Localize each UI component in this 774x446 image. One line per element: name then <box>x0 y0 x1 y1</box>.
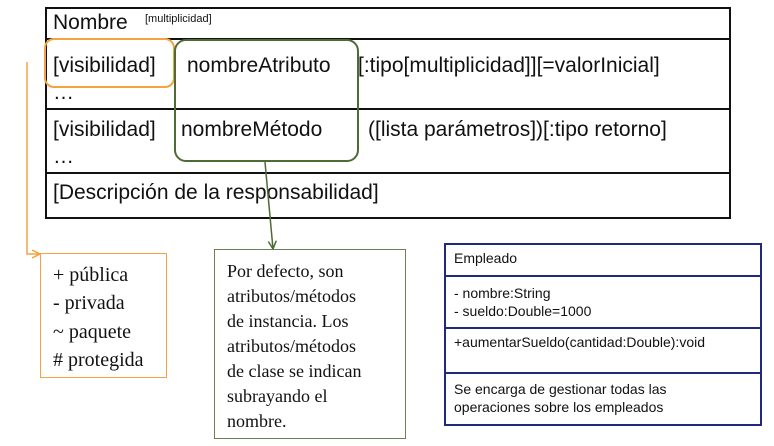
visibility-public: + pública <box>53 264 129 286</box>
divider-methods-responsibility <box>45 172 731 174</box>
example-class-box <box>444 243 762 426</box>
divider-name-attributes <box>45 38 731 40</box>
responsibility-description: [Descripción de la responsabilidad] <box>53 181 379 204</box>
note-line: subrayando el <box>227 386 328 406</box>
example-divider <box>444 372 762 374</box>
example-class-name: Empleado <box>454 250 518 266</box>
note-box: Por defecto, son atributos/métodos de in… <box>214 249 406 439</box>
example-responsibility: operaciones sobre los empleados <box>454 399 664 415</box>
name-highlight <box>174 39 359 162</box>
attribute-name: nombreAtributo <box>187 54 331 77</box>
visibility-private: - privada <box>53 292 125 314</box>
multiplicity-label: [multiplicidad] <box>145 13 212 25</box>
example-method: +aumentarSueldo(cantidad:Double):void <box>454 334 705 350</box>
note-line: atributos/métodos <box>227 286 356 306</box>
note-line: nombre. <box>227 411 287 431</box>
visibility-protected: # protegida <box>53 349 144 371</box>
note-line: atributos/métodos <box>227 336 356 356</box>
visibility-legend-box: + pública - privada ~ paquete # protegid… <box>40 253 167 378</box>
method-visibility: [visibilidad] <box>53 118 156 141</box>
note-line: de clase se indican <box>227 361 362 381</box>
example-divider <box>444 275 762 277</box>
name-connector <box>264 161 273 249</box>
method-name: nombreMétodo <box>181 118 323 141</box>
class-name-label: Nombre <box>53 11 128 34</box>
attribute-type-initial: [:tipo[multiplicidad]][=valorInicial] <box>358 54 660 77</box>
visibility-package: ~ paquete <box>53 321 132 343</box>
visibility-connector <box>26 62 40 254</box>
example-attribute: - nombre:String <box>454 285 551 301</box>
class-template-box <box>45 7 731 219</box>
divider-attributes-methods <box>45 108 731 110</box>
example-attribute: - sueldo:Double=1000 <box>454 303 592 319</box>
example-divider <box>444 327 762 329</box>
note-line: de instancia. Los <box>227 311 349 331</box>
method-params-return: ([lista parámetros])[:tipo retorno] <box>368 118 667 141</box>
method-ellipsis: … <box>53 145 74 168</box>
attribute-visibility: [visibilidad] <box>53 54 156 77</box>
example-responsibility: Se encarga de gestionar todas las <box>454 381 667 397</box>
note-line: Por defecto, son <box>227 261 344 281</box>
